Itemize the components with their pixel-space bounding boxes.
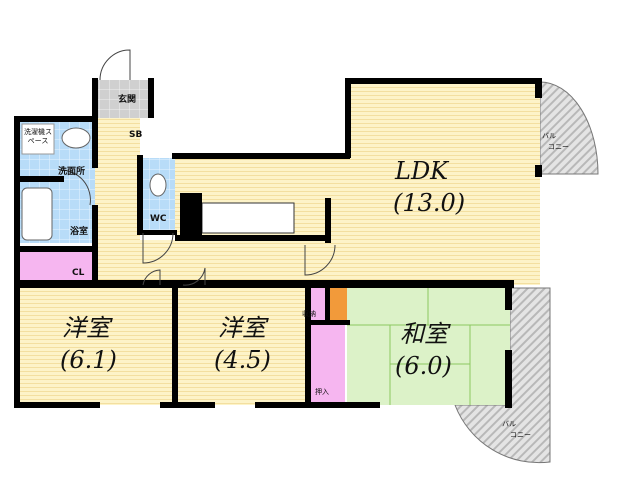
- balcony-bottom-label-1: バル: [502, 420, 516, 428]
- western2-label: 洋室: [218, 314, 266, 342]
- ldk-floor: [347, 80, 540, 285]
- sink: [61, 127, 91, 149]
- closet-floor: [18, 250, 95, 285]
- bathtub: [21, 187, 53, 241]
- balcony-bottom-label-2: コニー: [510, 431, 531, 439]
- washroom-label: 洗面所: [58, 167, 86, 177]
- toilet: [149, 173, 167, 197]
- tatami-lines: [347, 288, 510, 405]
- western2-size: (4.5): [214, 346, 271, 374]
- ldk-size: (13.0): [393, 189, 466, 217]
- shoe-box-label: SB: [129, 130, 143, 140]
- entrance-floor: [95, 80, 150, 118]
- japanese-label: 和室: [400, 320, 448, 348]
- western1-floor: [18, 285, 175, 405]
- balcony-bottom: [454, 287, 551, 464]
- oshiire-floor: [310, 320, 345, 405]
- entrance-label: 玄関: [118, 95, 137, 105]
- doors: [59, 49, 336, 286]
- balcony-top: [539, 81, 599, 175]
- storage-floor: [310, 288, 325, 320]
- bathroom-label: 浴室: [70, 227, 89, 237]
- balcony-top-label-1: バル: [542, 132, 556, 140]
- washer-space: [21, 123, 55, 155]
- closet-label: CL: [72, 268, 85, 278]
- washer-space-label: 洗濯機スペース: [24, 128, 52, 145]
- kitchen-counter: [201, 202, 295, 234]
- stair-floor: [330, 288, 347, 320]
- storage-label: 収納: [302, 310, 316, 318]
- ldk-label: LDK: [395, 157, 449, 185]
- western1-size: (6.1): [60, 346, 117, 374]
- walls: [14, 78, 542, 408]
- western2-floor: [175, 285, 310, 405]
- japanese-size: (6.0): [395, 352, 452, 380]
- corridor-floor-2: [95, 240, 335, 285]
- toilet-label: WC: [150, 214, 167, 224]
- balcony-top-label-2: コニー: [548, 143, 569, 151]
- oshiire-label: 押入: [315, 388, 329, 396]
- western1-label: 洋室: [62, 314, 110, 342]
